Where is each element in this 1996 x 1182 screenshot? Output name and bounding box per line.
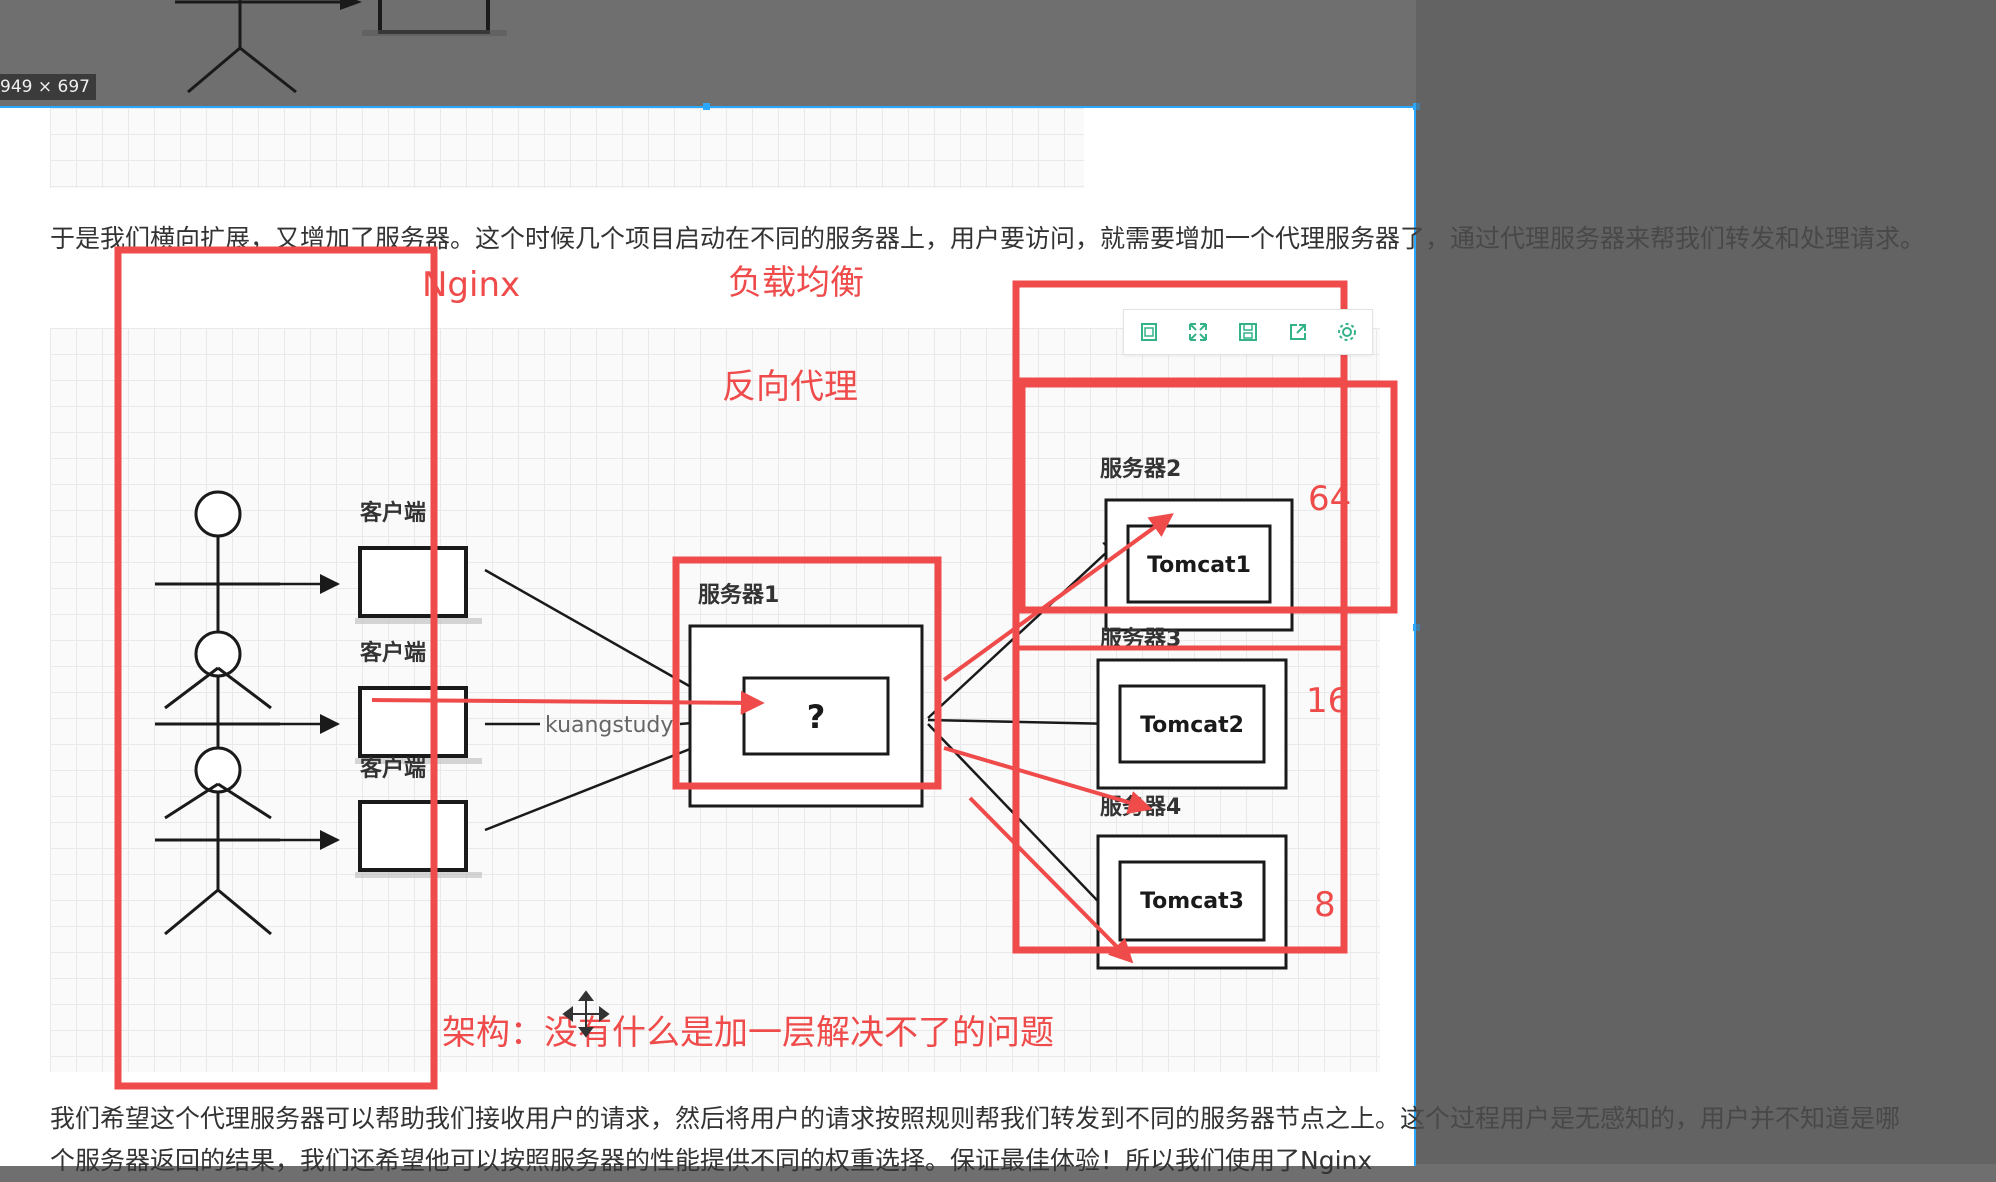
settings-icon[interactable] [1329, 314, 1365, 350]
diagram-svg: 客户端 客户端 客户端 kuangstudy 服务器1 ? 服务器2 Tomca… [114, 246, 1398, 1090]
server1-label: 服务器1 [698, 583, 779, 608]
user-figure-2 [155, 630, 280, 808]
weight-8-annotation: 8 [1314, 885, 1336, 925]
client-box-1 [358, 546, 468, 618]
client-label-1: 客户端 [360, 500, 426, 526]
resize-handle-top-right[interactable] [1413, 103, 1420, 110]
save-icon[interactable] [1230, 314, 1266, 350]
server2-highlight-box [1018, 380, 1398, 614]
tomcat1-box [1126, 524, 1272, 604]
proxy-highlight-box [672, 556, 942, 790]
previous-diagram-fragment [175, 0, 507, 94]
client-label-2: 客户端 [360, 640, 426, 666]
tomcat1-label: Tomcat1 [1147, 553, 1251, 578]
client-label-3: 客户端 [360, 756, 426, 782]
architecture-note: 架构：没有什么是加一层解决不了的问题 [442, 1013, 1054, 1053]
red-highlight-boxes [114, 246, 1398, 1090]
resize-handle-top[interactable] [703, 103, 710, 110]
background-area-top [0, 0, 1416, 106]
nginx-annotation: Nginx [422, 265, 520, 305]
user-to-client-arrows [280, 574, 340, 850]
user-figure-3 [155, 746, 280, 936]
servers-highlight-box [1012, 280, 1348, 954]
dimensions-badge: 949 × 697 [0, 74, 96, 100]
selected-content-frame[interactable]: 于是我们横向扩展，又增加了服务器。这个时候几个项目启动在不同的服务器上，用户要访… [0, 106, 1925, 1175]
image-toolbar [1123, 309, 1373, 355]
paragraph-explanation-1: 我们希望这个代理服务器可以帮助我们接收用户的请求，然后将用户的请求按照规则帮我们… [50, 1104, 1901, 1133]
url-label: kuangstudy [545, 713, 673, 738]
resize-handle-right[interactable] [1413, 624, 1420, 631]
tomcat3-label: Tomcat3 [1140, 889, 1244, 914]
load-balance-annotation: 负载均衡 [728, 263, 864, 303]
weight-64-annotation: 64 [1308, 479, 1351, 519]
proxy-inner-box [742, 676, 890, 756]
weight-16-annotation: 16 [1306, 681, 1349, 721]
tomcat2-label: Tomcat2 [1140, 713, 1244, 738]
users-highlight-box [114, 246, 438, 1090]
copy-icon[interactable] [1131, 314, 1167, 350]
fullscreen-icon[interactable] [1180, 314, 1216, 350]
proxy-question-mark: ? [807, 698, 826, 736]
reverse-proxy-annotation: 反向代理 [722, 367, 858, 407]
paragraph-explanation-2: 个服务器返回的结果，我们还希望他可以按照服务器的性能提供不同的权重选择。保证最佳… [50, 1146, 1373, 1175]
previous-image-bottom [50, 108, 1084, 188]
server2-label: 服务器2 [1100, 457, 1181, 482]
share-icon[interactable] [1280, 314, 1316, 350]
screenshot-dim-overlay [1416, 0, 1996, 1164]
user-figure-1 [155, 490, 280, 668]
move-cursor-icon [562, 990, 610, 1038]
client-box-3 [358, 800, 468, 872]
tomcat3-box [1118, 860, 1266, 942]
tomcat2-box [1118, 684, 1266, 764]
proxy-to-server-lines [927, 536, 1124, 922]
red-arrows [371, 513, 1174, 964]
